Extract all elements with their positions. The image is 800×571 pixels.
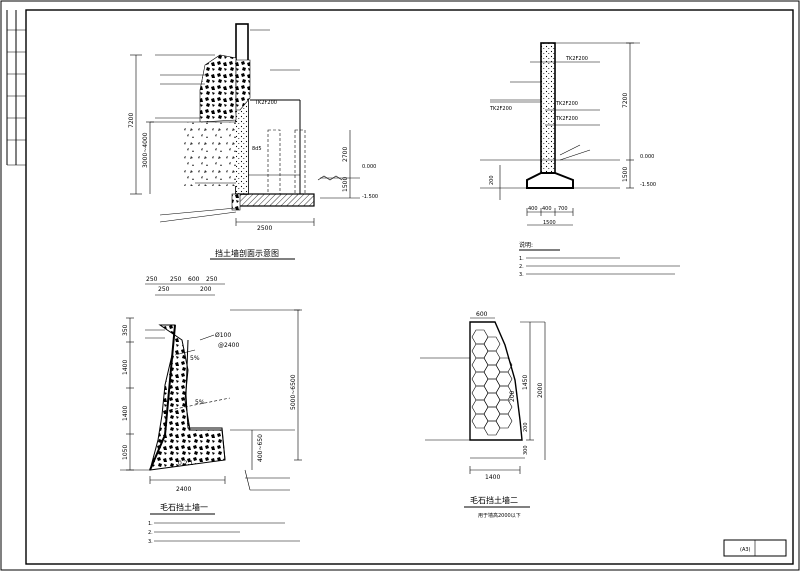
label-b-tk2: TK2F200 — [555, 101, 578, 107]
c-top-dim-1: 250 — [146, 276, 158, 283]
c-top-dim2: 250 — [158, 286, 170, 293]
label-b-tk1: TK2F200 — [565, 56, 588, 62]
dim-width: 2500 — [257, 225, 272, 232]
dim-height-lower: 3000~4000 — [142, 132, 149, 168]
detail-c-rubble-wall-1: 250 250 600 250 250 200 5% 5% Ø100 @2400… — [120, 276, 302, 545]
dim-b-total: 1500 — [543, 220, 556, 226]
stem-b — [540, 42, 556, 174]
c-h-1400a: 1400 — [122, 360, 129, 375]
detail-b-counterfort-section: 7200 1500 0.000 -1.500 200 TK2F200 TK2F2… — [480, 42, 680, 278]
label-8d5: 8d5 — [252, 146, 262, 152]
elev-top: 0.000 — [362, 164, 376, 170]
c-slope-label: 0.2:1 — [178, 460, 194, 467]
d-h-1450: 1450 — [522, 375, 529, 390]
detail-d-subtitle: 用于墙高2000以下 — [478, 512, 521, 519]
detail-a-retaining-wall-section: 7200 3000~4000 2700 1500 0.000 -1.500 25… — [128, 23, 378, 260]
label-b-tk4: TK2F200 — [555, 116, 578, 122]
dim-height-total: 7200 — [128, 113, 135, 128]
notes-b-2: 2. — [519, 264, 524, 270]
d-top-width: 600 — [476, 311, 488, 318]
c-h-350: 350 — [122, 324, 129, 336]
detail-c-title: 毛石挡土墙一 — [160, 502, 208, 512]
d-h-200: 200 — [523, 422, 529, 432]
detail-d-title: 毛石挡土墙二 — [470, 495, 518, 505]
notes-c-2: 2. — [148, 530, 153, 536]
c-top-dim-3: 600 — [188, 276, 200, 283]
c-top-dim-2: 250 — [170, 276, 182, 283]
elev-bottom: -1.500 — [362, 194, 378, 200]
stone-backfill — [199, 54, 237, 123]
binding-strip — [6, 10, 26, 166]
c-side-dim: 400~650 — [257, 434, 264, 462]
dim-b-1500: 1500 — [622, 167, 629, 182]
sheet-inner-border — [25, 9, 794, 565]
rubble-wall-2-body — [469, 321, 523, 441]
elev-b-bottom: -1.500 — [640, 182, 656, 188]
svg-text:200: 200 — [489, 175, 495, 185]
c-h-1050: 1050 — [122, 445, 129, 460]
notes-b-3: 3. — [519, 272, 524, 278]
label-tk2f200: TK2F200 — [254, 100, 277, 106]
title-block: (A3) — [723, 539, 787, 557]
c-right-dim: 5000~6500 — [290, 374, 297, 410]
d-base-width: 1400 — [485, 474, 500, 481]
base-slab — [235, 193, 315, 207]
c-base-width: 2400 — [176, 486, 191, 493]
notes-b-title: 说明: — [519, 241, 533, 249]
notes-b-1: 1. — [519, 256, 524, 262]
dim-b-400b: 400 — [542, 206, 552, 212]
notes-c-1: 1. — [148, 521, 153, 527]
d-label-right: 200 — [509, 390, 516, 402]
title-block-cell-text: (A3) — [740, 547, 751, 553]
dim-b-7200: 7200 — [622, 93, 629, 108]
c-drain-2: @2400 — [218, 342, 239, 349]
notes-c-3: 3. — [148, 539, 153, 545]
c-h-1400b: 1400 — [122, 406, 129, 421]
d-h-300: 300 — [523, 445, 529, 455]
c-top-dim3: 200 — [200, 286, 212, 293]
dim-1500: 1500 — [342, 177, 349, 192]
soil-zone — [180, 122, 236, 186]
elev-b-top: 0.000 — [640, 154, 654, 160]
label-b-tk3: TK2F200 — [489, 106, 512, 112]
dim-b-700: 700 — [558, 206, 568, 212]
detail-d-rubble-wall-2: 600 — [420, 311, 546, 519]
c-top-dim-4: 250 — [206, 276, 218, 283]
d-h-2000: 2000 — [537, 383, 544, 398]
c-slope-2: 5% — [195, 399, 205, 406]
c-slope-1: 5% — [190, 355, 200, 362]
c-drain-1: Ø100 — [215, 332, 231, 339]
dim-2700: 2700 — [342, 147, 349, 162]
detail-a-title: 挡土墙剖面示意图 — [215, 248, 279, 258]
dim-b-400a: 400 — [528, 206, 538, 212]
